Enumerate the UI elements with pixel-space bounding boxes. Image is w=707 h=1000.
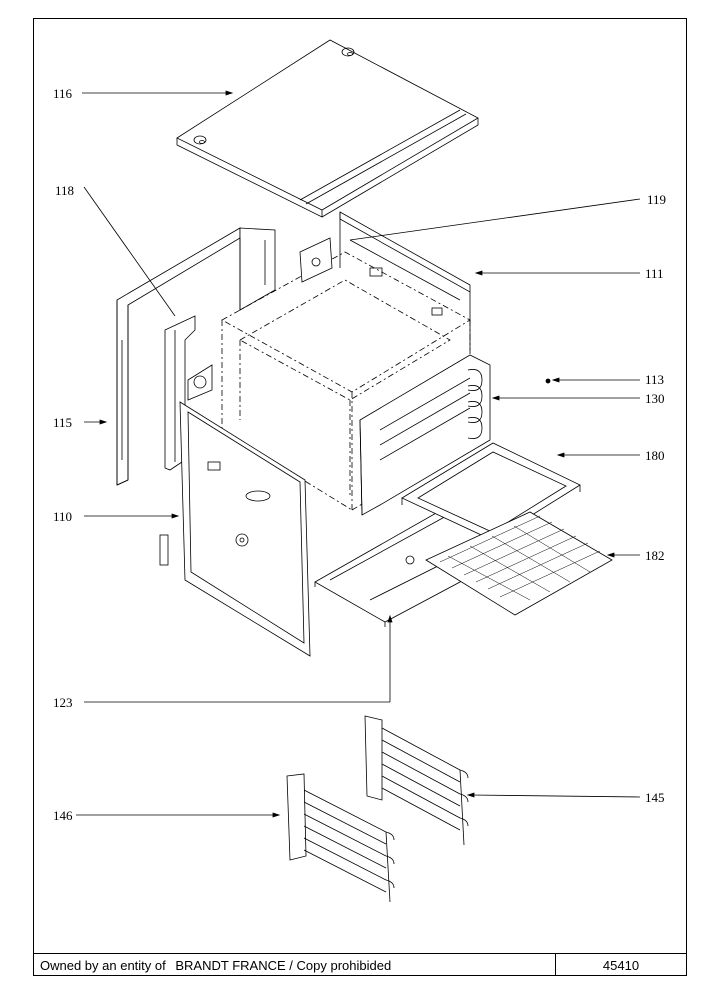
part-wire-shelf <box>425 511 613 616</box>
part-front-panel <box>159 401 311 657</box>
part-side-panel <box>116 227 276 486</box>
part-front-frame <box>359 354 491 516</box>
callout-118: 118 <box>55 183 75 198</box>
callout-145: 145 <box>645 790 665 805</box>
owner-suffix: / Copy prohibided <box>289 958 392 973</box>
callout-182: 182 <box>645 548 665 563</box>
callout-110: 110 <box>53 509 73 524</box>
part-top-cover <box>176 39 479 218</box>
part-hinge-bracket <box>299 237 333 283</box>
callout-130: 130 <box>645 391 665 406</box>
part-shelf-support-right <box>364 715 469 846</box>
part-baking-tray <box>401 442 581 547</box>
ownership-notice: Owned by an entity of BRANDT FRANCE / Co… <box>34 953 556 975</box>
owner-prefix: Owned by an entity of <box>40 958 166 973</box>
leader-lines <box>76 90 641 818</box>
callout-116: 116 <box>53 86 73 101</box>
callout-123: 123 <box>53 695 73 710</box>
callout-115: 115 <box>53 415 73 430</box>
part-bolt <box>545 378 551 384</box>
owner-name: BRANDT FRANCE <box>175 958 286 973</box>
callout-111: 111 <box>645 266 664 281</box>
drawing-frame <box>33 18 687 976</box>
part-shelf-support-left <box>286 773 395 903</box>
document-number: 45410 <box>556 953 686 975</box>
callout-113: 113 <box>645 372 665 387</box>
part-side-bracket <box>164 315 213 471</box>
callout-146: 146 <box>53 808 73 823</box>
part-back-panel <box>339 211 471 350</box>
callout-119: 119 <box>647 192 667 207</box>
callout-180: 180 <box>645 448 665 463</box>
